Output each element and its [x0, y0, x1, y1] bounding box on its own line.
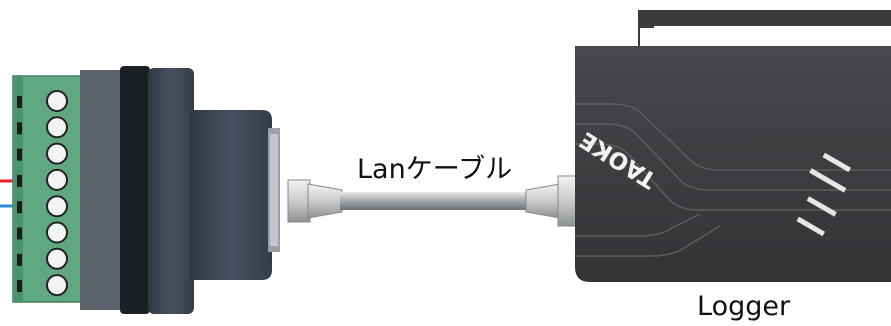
terminal-screw — [46, 116, 68, 139]
port-label-4 — [796, 216, 825, 237]
device-label: Logger — [697, 291, 791, 322]
terminal-screw — [46, 274, 68, 297]
terminal-screw — [46, 90, 68, 112]
cable-label: Lanケーブル — [357, 154, 512, 185]
terminal-slot — [17, 174, 22, 187]
terminal-slot — [17, 96, 22, 108]
terminal-slot — [17, 253, 22, 266]
terminal-slot — [17, 280, 22, 293]
terminal-slot — [17, 122, 22, 135]
terminal-screw — [46, 221, 68, 244]
rj45-adapter — [80, 66, 280, 314]
terminal-screw — [46, 168, 68, 191]
port-labels — [796, 152, 851, 237]
port-label-3 — [806, 196, 837, 217]
terminal-screw — [46, 142, 68, 165]
terminal-slot — [17, 148, 22, 161]
terminal-screw — [46, 195, 68, 218]
logger-device: TAOKE — [575, 10, 891, 282]
terminal-screw — [46, 247, 68, 270]
lan-cable — [287, 175, 581, 227]
terminal-slot — [17, 201, 22, 214]
port-label-1 — [822, 152, 851, 173]
port-label-2 — [809, 168, 847, 193]
terminal-slot — [17, 227, 22, 240]
